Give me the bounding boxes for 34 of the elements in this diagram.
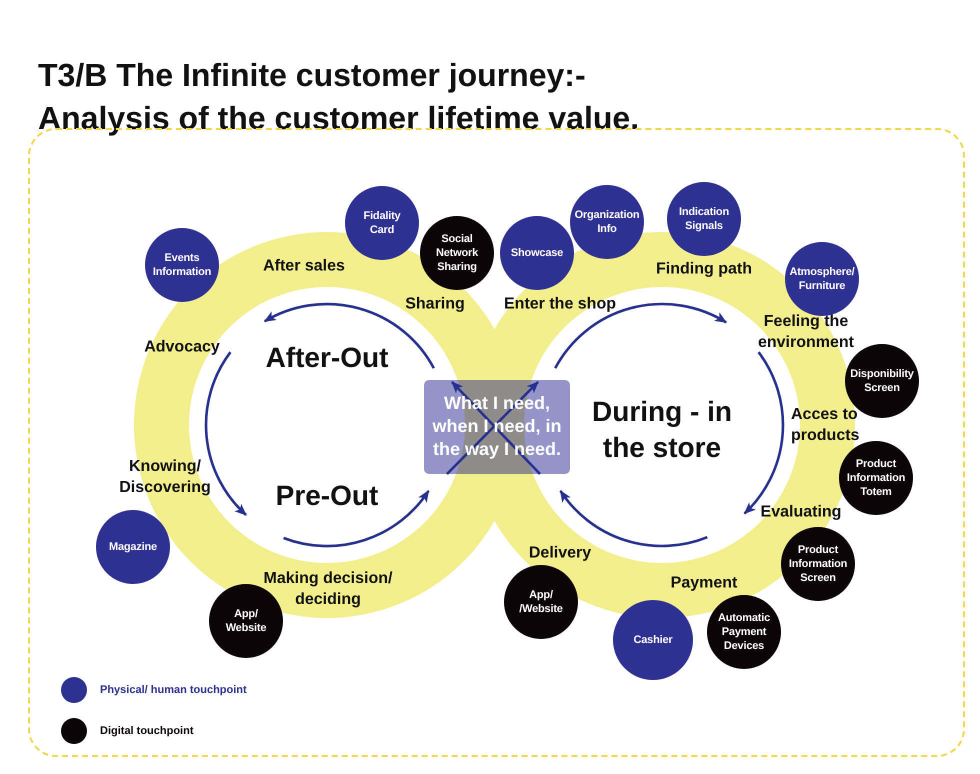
touchpoint-label: Automatic Payment Devices — [718, 611, 770, 653]
stage-label: Finding path — [656, 260, 752, 280]
touchpoint-label: Indication Signals — [679, 205, 729, 233]
phase-title: During - in the store — [591, 395, 733, 465]
stage-label: Knowing/ Discovering — [118, 457, 212, 498]
stage-label: Evaluating — [760, 502, 842, 522]
touchpoint-label: Organization Info — [574, 208, 640, 236]
touchpoint-label: Cashier — [634, 633, 672, 647]
touchpoint-label: Fidality Card — [364, 209, 400, 237]
touchpoint-label: App/ /Website — [519, 588, 563, 616]
phase-title: Pre-Out — [276, 479, 378, 513]
page-title: T3/B The Infinite customer journey:- Analysis of the customer lifetime value. — [38, 56, 640, 138]
touchpoint-label: App/ Website — [226, 607, 266, 635]
touchpoint-label: Social Network Sharing — [436, 232, 478, 274]
stage-label: Payment — [670, 574, 738, 594]
central-panel — [424, 380, 570, 474]
stage-label: After sales — [263, 256, 345, 276]
touchpoint-label: Product Information Totem — [846, 457, 906, 499]
legend-label: Physical/ human touchpoint — [100, 683, 247, 697]
stage-label: Sharing — [405, 294, 465, 314]
stage-label: Advocacy — [144, 338, 220, 358]
phase-title: After-Out — [266, 341, 388, 375]
stage-label: Feeling the environment — [756, 312, 855, 353]
stage-label: Delivery — [528, 544, 592, 564]
touchpoint-label: Atmosphere/ Furniture — [789, 265, 855, 293]
touchpoint-label: Events Information — [152, 251, 212, 279]
touchpoint-label: Magazine — [109, 540, 157, 554]
legend-label: Digital touchpoint — [100, 724, 194, 738]
stage-label: Acces to products — [791, 405, 860, 446]
stage-label: Enter the shop — [504, 294, 616, 314]
touchpoint-label: Showcase — [510, 246, 564, 260]
stage-label: Making decision/ deciding — [262, 569, 394, 610]
touchpoint-label: Product Information Screen — [788, 543, 848, 585]
touchpoint-label: Disponibility Screen — [850, 367, 914, 395]
